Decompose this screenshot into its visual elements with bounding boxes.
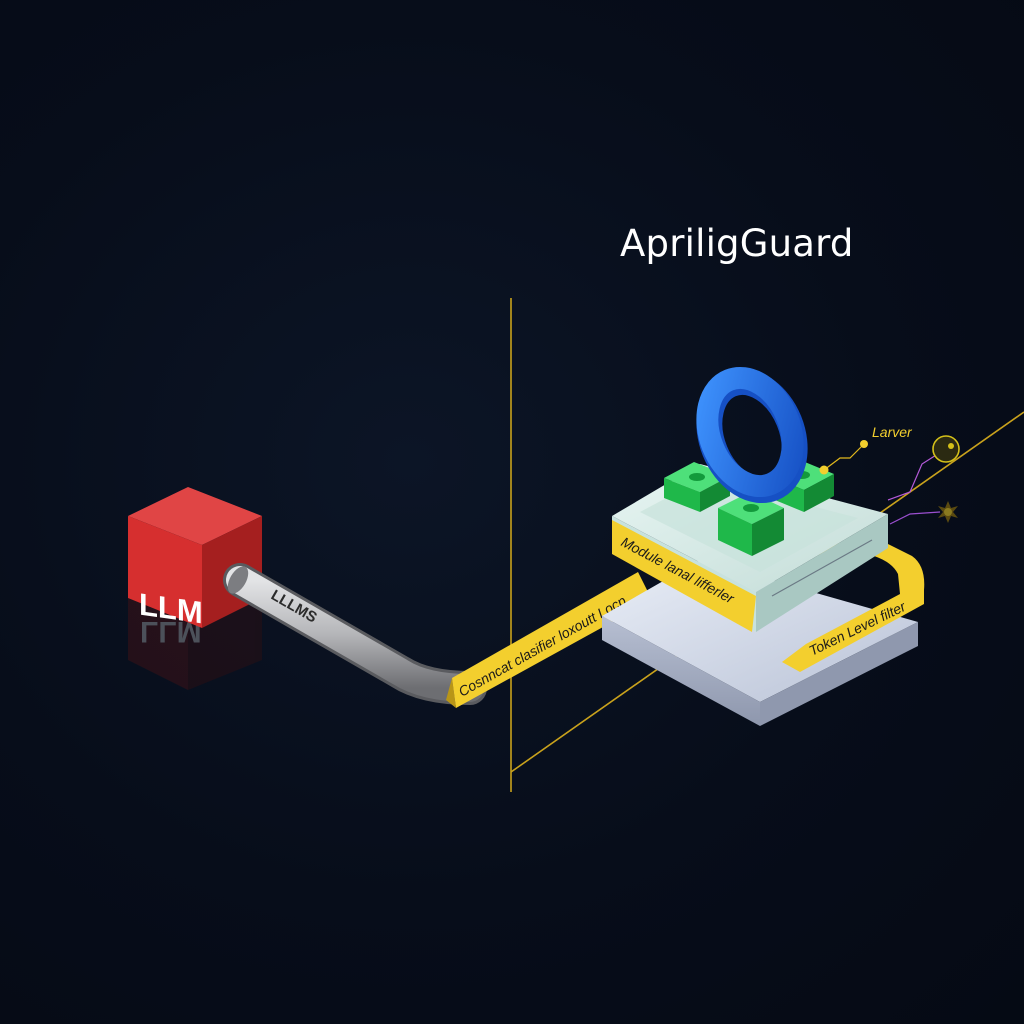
base-platform-front: [602, 616, 760, 726]
module-block-icon: [718, 492, 784, 556]
layer-callout-label: Larver: [872, 424, 913, 440]
callout-dot: [819, 465, 829, 475]
callout-dot: [860, 440, 868, 448]
base-platform-top: [602, 560, 918, 702]
base-platform: [602, 560, 918, 726]
content-classifier-label: Cosnncat clasifier loxoutt Locp: [456, 592, 629, 700]
llm-cube-front: [128, 516, 202, 628]
callouts: Larver: [819, 424, 960, 525]
llm-cube-top: [128, 487, 262, 545]
module-platform-side: [756, 514, 888, 632]
star-node-icon: [938, 501, 958, 523]
circle-node-icon: [932, 435, 960, 463]
guard-ring-icon: [696, 366, 808, 504]
diagram-title: ApriligGuard: [620, 222, 854, 265]
base-platform-side: [760, 622, 918, 726]
